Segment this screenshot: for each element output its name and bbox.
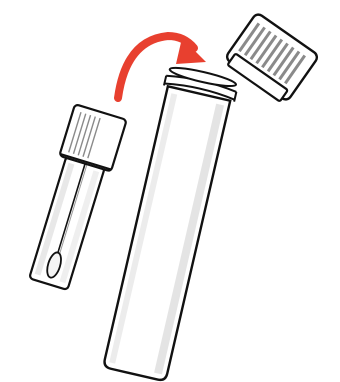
- large-tube: [99, 64, 239, 382]
- swab-tube: [22, 104, 126, 292]
- curved-arrow-icon: [118, 36, 206, 98]
- screw-cap: [223, 12, 320, 105]
- large-tube-rim-right: [234, 92, 236, 102]
